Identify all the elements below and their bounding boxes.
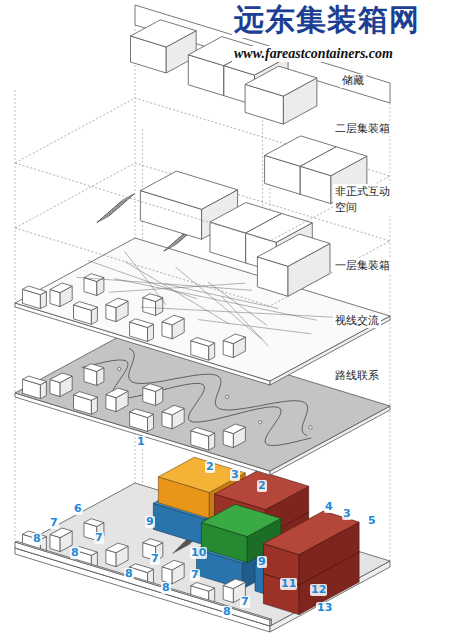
container bbox=[263, 574, 299, 615]
sight-line bbox=[125, 251, 166, 304]
layer-label: 视线交流 bbox=[333, 314, 381, 328]
wall-piece bbox=[106, 543, 128, 553]
wall-piece bbox=[162, 315, 184, 325]
callout-number: 9 bbox=[257, 556, 267, 568]
wall-piece bbox=[191, 583, 215, 592]
route-node bbox=[118, 367, 121, 370]
projection-line bbox=[390, 103, 391, 561]
wall-piece bbox=[143, 384, 163, 392]
layer-label: 非正式互动 空间 bbox=[333, 184, 397, 216]
callout-number: 9 bbox=[145, 516, 155, 528]
sight-line bbox=[141, 307, 341, 317]
route-node bbox=[259, 421, 262, 424]
wall-piece bbox=[23, 286, 47, 295]
container-outline bbox=[300, 147, 367, 176]
wall-piece bbox=[84, 364, 104, 372]
callout-number: 8 bbox=[32, 533, 42, 545]
watermark-url: www.fareastcontainers.com bbox=[232, 46, 395, 62]
callout-number: 6 bbox=[73, 503, 83, 515]
stair-tread bbox=[171, 238, 183, 245]
layer-label: 二层集装箱 bbox=[333, 122, 392, 136]
callout-number: 13 bbox=[316, 602, 333, 614]
wall-piece bbox=[143, 294, 163, 302]
container-outline bbox=[257, 234, 330, 266]
callout-number: 7 bbox=[240, 596, 250, 608]
callout-number: 3 bbox=[230, 469, 240, 481]
wall-piece bbox=[50, 283, 72, 293]
sight-line bbox=[125, 262, 229, 324]
callout-number: 10 bbox=[190, 547, 207, 559]
stair-tread bbox=[104, 210, 116, 217]
layer-label: 路线联系 bbox=[333, 369, 381, 383]
callout-number: 7 bbox=[49, 517, 59, 529]
callout-number: 11 bbox=[280, 578, 297, 590]
layer-label: 一层集装箱 bbox=[333, 259, 392, 273]
sight-line bbox=[176, 267, 262, 339]
sight-line bbox=[109, 283, 246, 292]
wall-piece bbox=[130, 319, 154, 328]
callout-number: 8 bbox=[161, 582, 171, 594]
wall-piece bbox=[130, 409, 154, 418]
stair-tread bbox=[108, 207, 120, 214]
wall-piece bbox=[223, 334, 245, 344]
stair-tread bbox=[111, 203, 123, 210]
callout-number: 4 bbox=[324, 501, 334, 513]
sight-line bbox=[88, 260, 197, 298]
wall-piece bbox=[106, 388, 128, 398]
wall-piece bbox=[50, 373, 72, 383]
wall-piece bbox=[106, 298, 128, 308]
stair-tread bbox=[119, 197, 131, 204]
stair-tread bbox=[175, 235, 187, 242]
callout-number: 2 bbox=[257, 480, 267, 492]
wall-piece bbox=[162, 560, 184, 570]
stair bbox=[97, 194, 134, 223]
wall-piece bbox=[74, 302, 98, 311]
wall-piece bbox=[162, 405, 184, 415]
level-outline bbox=[15, 98, 390, 241]
watermark: 远东集装箱网 bbox=[232, 2, 422, 38]
sight-line bbox=[208, 282, 267, 326]
wall-piece bbox=[23, 376, 47, 385]
callout-number: 7 bbox=[150, 553, 160, 565]
wall-piece bbox=[50, 528, 72, 538]
callout-number: 12 bbox=[310, 584, 327, 596]
callout-number: 7 bbox=[190, 569, 200, 581]
stair-tread bbox=[115, 200, 127, 207]
container-outline bbox=[140, 171, 237, 209]
wall-piece bbox=[223, 424, 245, 434]
storage-box bbox=[245, 66, 317, 96]
route-node bbox=[226, 395, 229, 398]
callout-number: 3 bbox=[342, 508, 352, 520]
callout-number: 7 bbox=[94, 532, 104, 544]
container bbox=[201, 504, 281, 536]
callout-number: 8 bbox=[222, 606, 232, 618]
callout-number: 2 bbox=[205, 461, 215, 473]
route-node bbox=[309, 426, 312, 429]
wall-piece bbox=[74, 392, 98, 401]
front-rail bbox=[15, 542, 270, 626]
callout-number: 5 bbox=[367, 515, 377, 527]
storage-box bbox=[131, 20, 197, 47]
wall-piece bbox=[84, 274, 104, 282]
container bbox=[215, 471, 309, 510]
front-rail bbox=[15, 541, 271, 620]
wall-piece bbox=[191, 428, 215, 437]
wall-piece bbox=[223, 579, 245, 589]
projection-line bbox=[15, 90, 16, 548]
wall-piece bbox=[191, 338, 215, 347]
callout-number: 8 bbox=[70, 547, 80, 559]
wall-piece bbox=[143, 539, 163, 547]
stair-tread bbox=[101, 213, 113, 220]
callout-number: 1 bbox=[136, 436, 146, 448]
stair-tread bbox=[167, 241, 179, 248]
callout-number: 8 bbox=[124, 568, 134, 580]
layer-label: 储藏 bbox=[340, 74, 366, 88]
wall-piece bbox=[84, 519, 104, 527]
